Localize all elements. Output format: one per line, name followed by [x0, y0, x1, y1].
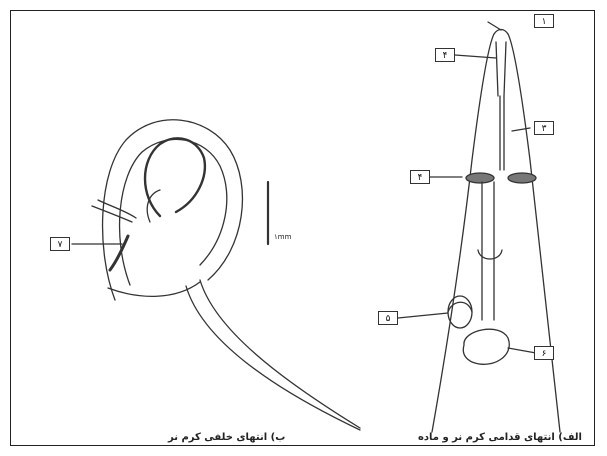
caption-left: ب) انتهای خلفی کرم نر [168, 432, 285, 443]
label-box-4: ۴ [410, 170, 430, 184]
scale-bar-label: ۱mm [274, 233, 291, 241]
label-box-5: ۵ [378, 311, 398, 325]
label-box-1: ۱ [534, 14, 554, 28]
label-box-3: ۳ [534, 121, 554, 135]
caption-right: الف) انتهای قدامی کرم نر و ماده [418, 432, 582, 443]
label-box-4-top: ۴ [435, 48, 455, 62]
label-box-6: ۶ [534, 346, 554, 360]
label-box-7: ۷ [50, 237, 70, 251]
male-posterior-drawing [92, 120, 360, 430]
anterior-end-drawing [432, 30, 560, 433]
